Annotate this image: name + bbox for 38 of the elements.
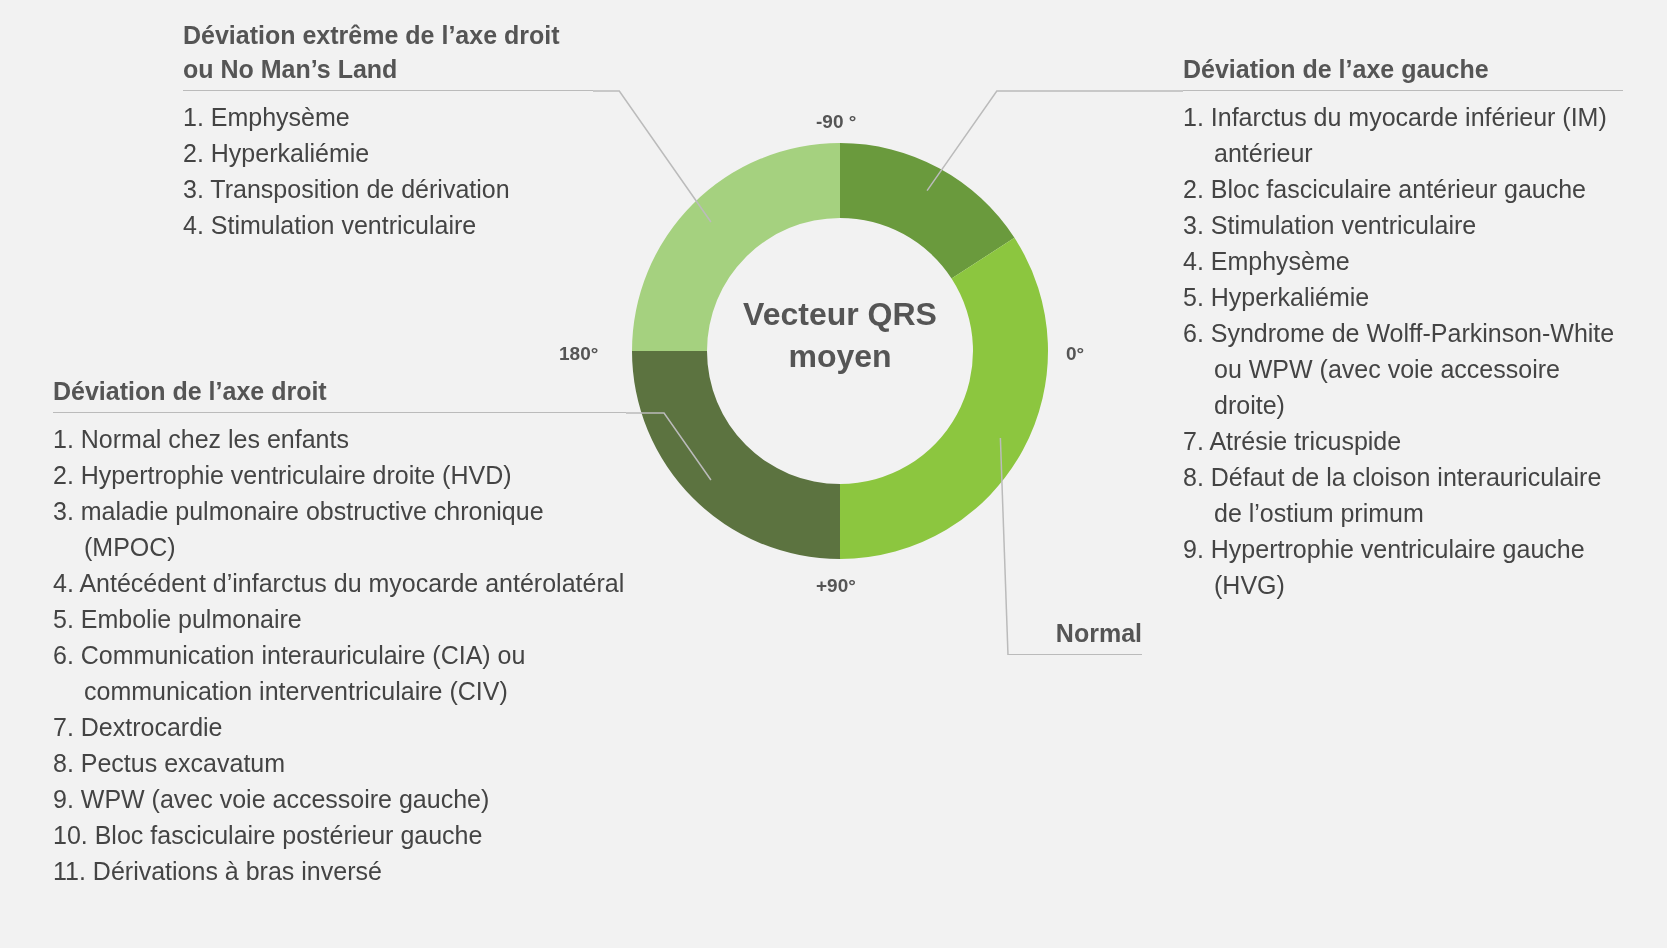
list-item: 10. Bloc fasciculaire postérieur gauche <box>53 820 484 851</box>
leader-line <box>999 437 1009 656</box>
list-heading: Déviation extrême de l’axe droit ou No Man’s Land <box>183 18 593 91</box>
list-item: 1. Normal chez les enfants <box>53 424 350 455</box>
list-heading: Déviation de l’axe gauche <box>1183 52 1623 91</box>
list-item: 2. Hyperkaliémie <box>183 138 371 169</box>
list-item: 3. maladie pulmonaire obstructive chronique (MPOC) <box>53 496 545 563</box>
list-item: 7. Dextrocardie <box>53 712 224 743</box>
list-item: 4. Emphysème <box>1183 246 1351 277</box>
list-item: 6. Syndrome de Wolff-Parkinson-White ou WPW (avec voie accessoire droite) <box>1183 318 1616 421</box>
list-item: 8. Pectus excavatum <box>53 748 287 779</box>
angle-label: +90° <box>816 575 856 597</box>
list-item: 2. Bloc fasciculaire antérieur gauche <box>1183 174 1587 205</box>
list-item: 11. Dérivations à bras inversé <box>53 856 383 887</box>
list-item: 5. Hyperkaliémie <box>1183 282 1371 313</box>
list-item: 1. Emphysème <box>183 102 351 133</box>
list-item: 4. Stimulation ventriculaire <box>183 210 478 241</box>
donut-segment <box>840 143 1015 279</box>
angle-label: 0° <box>1066 343 1085 365</box>
list-item: 3. Stimulation ventriculaire <box>1183 210 1478 241</box>
list-item: 2. Hypertrophie ventriculaire droite (HVD) <box>53 460 513 491</box>
angle-label: -90 ° <box>816 111 857 133</box>
list-item: 4. Antécédent d’infarctus du myocarde antérolatéral <box>53 568 626 599</box>
center-label: Vecteur QRS moyen <box>730 293 950 377</box>
list-item: 7. Atrésie tricuspide <box>1183 426 1403 457</box>
list-item: 9. WPW (avec voie accessoire gauche) <box>53 784 491 815</box>
list-item: 5. Embolie pulmonaire <box>53 604 303 635</box>
angle-label: 180° <box>559 343 599 365</box>
list-item: 9. Hypertrophie ventriculaire gauche (HVG) <box>1183 534 1586 601</box>
list-item: 8. Défaut de la cloison interauriculaire de l’ostium primum <box>1183 462 1603 529</box>
list-item: 3. Transposition de dérivation <box>183 174 511 205</box>
list-item: 1. Infarctus du myocarde inférieur (IM) antérieur <box>1183 102 1608 169</box>
leader-line <box>592 90 712 223</box>
list-heading: Normal <box>1008 616 1142 655</box>
list-heading: Déviation de l’axe droit <box>53 374 626 413</box>
leader-line <box>625 412 712 481</box>
list-item: 6. Communication interauriculaire (CIA) ou communication interventriculaire (CIV) <box>53 640 527 707</box>
leader-line <box>926 90 1184 192</box>
